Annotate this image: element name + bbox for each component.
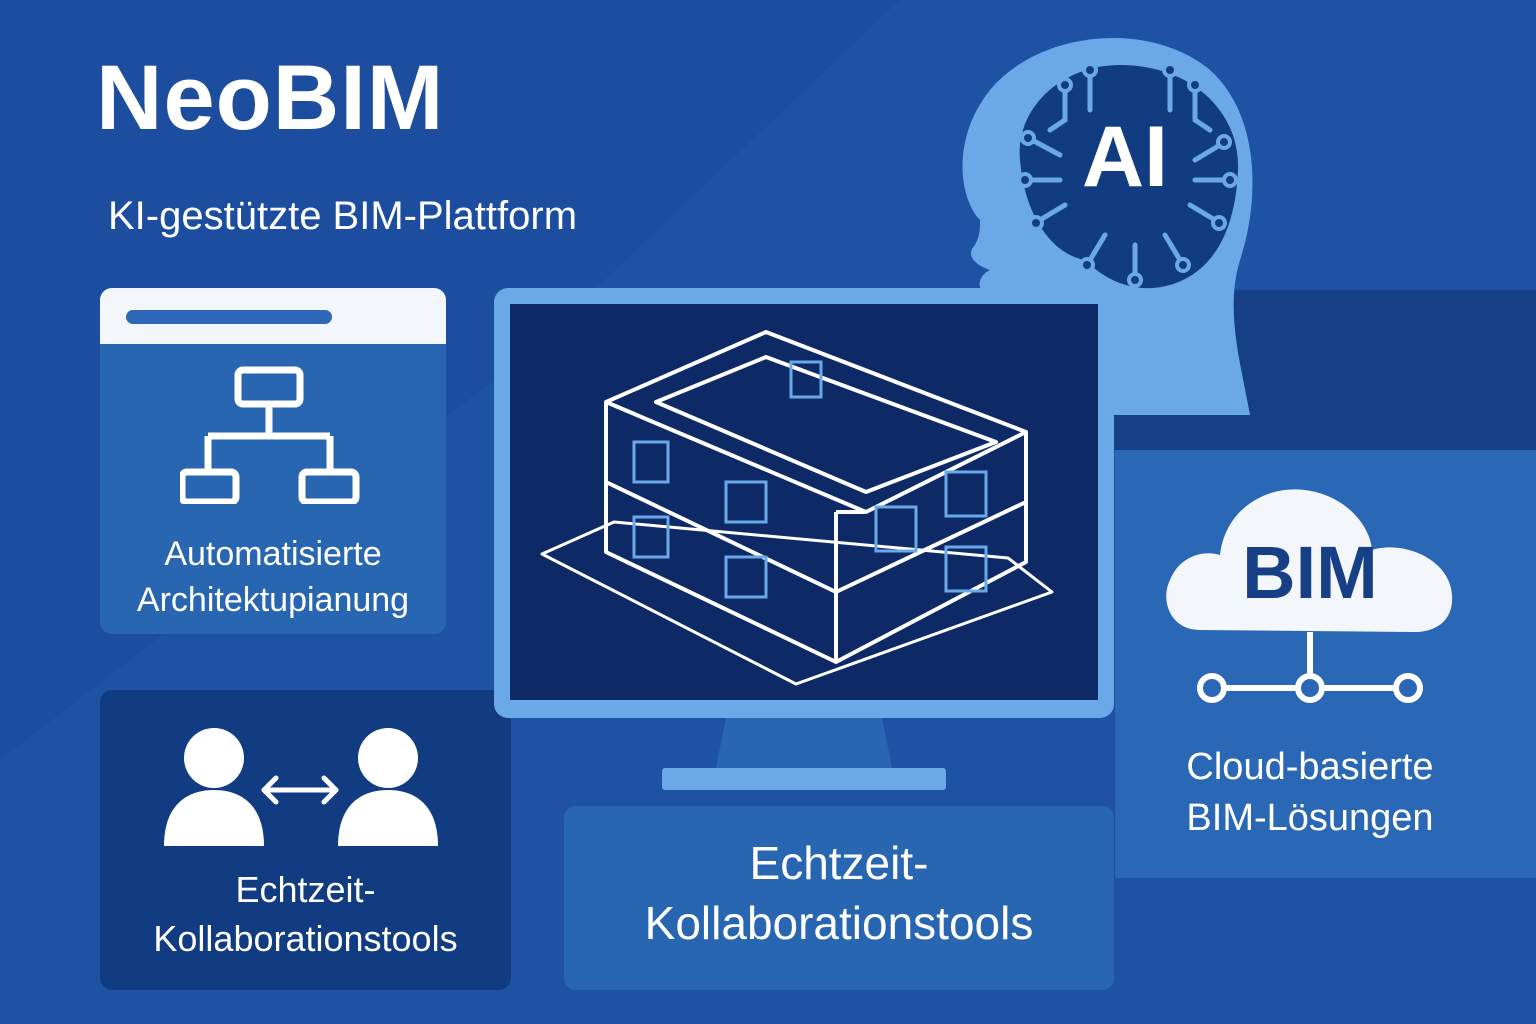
users-exchange-icon — [164, 728, 438, 846]
collaboration-card: Echtzeit- Kollaborationstools — [100, 690, 511, 990]
automation-card: Automatisierte Architektupianung — [100, 288, 446, 634]
collaboration-line2: Kollaborationstools — [153, 917, 458, 959]
flowchart-icon — [180, 366, 360, 504]
ai-label: AI — [1082, 109, 1168, 205]
center-collaboration-card: Echtzeit- Kollaborationstools — [564, 806, 1114, 990]
cloud-line1: Cloud-basierte — [1186, 746, 1434, 788]
cloud-line2: BIM-Lösungen — [1186, 797, 1434, 840]
automation-line2: Architektupianung — [136, 580, 410, 619]
automation-line1: Automatisierte — [164, 535, 382, 573]
card-window-bar — [100, 288, 446, 344]
center-line1: Echtzeit- — [749, 837, 929, 889]
center-line2: Kollaborationstools — [644, 896, 1034, 949]
collaboration-line1: Echtzeit- — [235, 869, 376, 910]
page-subtitle: KI-gestützte BIM-Plattform — [108, 194, 578, 238]
cloud-network-icon — [1166, 489, 1453, 703]
building-model-icon — [540, 330, 1054, 686]
cloud-badge: BIM — [1242, 531, 1378, 614]
page-title: NeoBIM — [96, 47, 445, 149]
cloud-text: Cloud-basierte BIM-Lösungen — [1130, 742, 1490, 845]
